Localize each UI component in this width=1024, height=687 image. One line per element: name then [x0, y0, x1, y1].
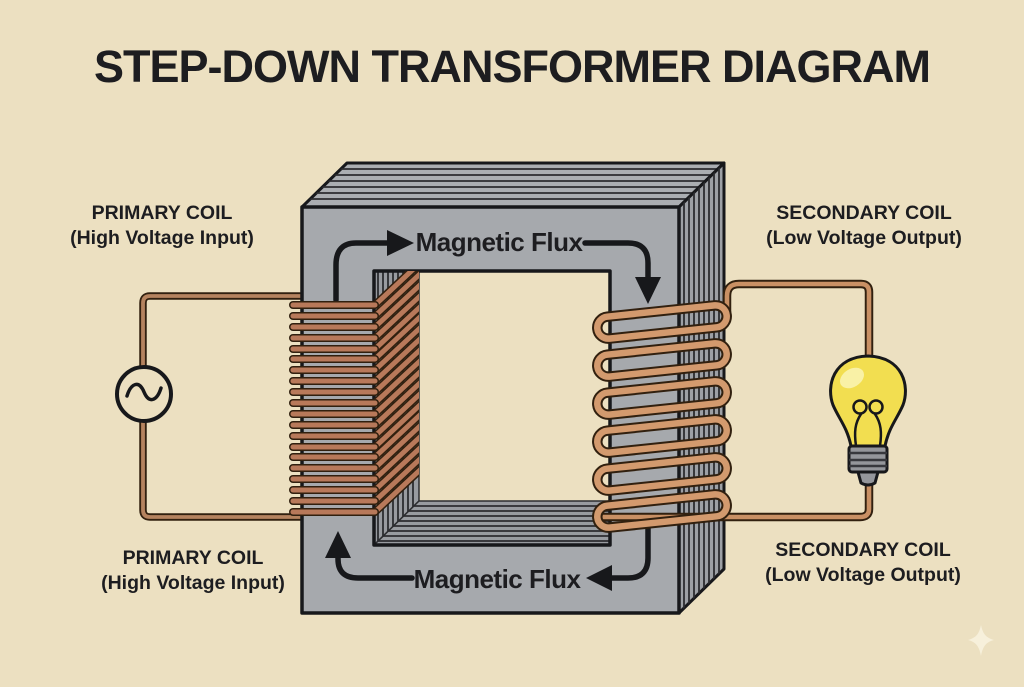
label-magnetic-flux-top: Magnetic Flux [415, 227, 583, 257]
label-primary-coil-bottom-line1: PRIMARY COIL [122, 547, 264, 569]
label-secondary-coil-bottom-line2: (Low Voltage Output) [765, 564, 961, 586]
label-primary-coil-top: PRIMARY COIL (High Voltage Input) [70, 201, 254, 251]
core-inner-bottom-laminations [374, 505, 610, 542]
label-primary-coil-top-line1: PRIMARY COIL [91, 202, 233, 224]
flux-arrow-bottom-left [325, 531, 415, 581]
label-primary-coil-top-line2: (High Voltage Input) [70, 227, 254, 249]
label-secondary-coil-bottom: SECONDARY COIL (Low Voltage Output) [765, 538, 961, 588]
label-secondary-coil-top-line2: (Low Voltage Output) [766, 227, 962, 249]
light-bulb-icon [829, 354, 907, 487]
ac-source-icon [115, 365, 173, 423]
label-secondary-coil-top: SECONDARY COIL (Low Voltage Output) [766, 201, 962, 251]
flux-arrow-bottom-right [586, 521, 651, 591]
sparkle-icon [968, 625, 994, 656]
label-primary-coil-bottom: PRIMARY COIL (High Voltage Input) [101, 546, 285, 596]
flux-arrow-top-right [582, 240, 661, 304]
label-secondary-coil-top-line1: SECONDARY COIL [776, 202, 952, 224]
flux-arrow-top-left [333, 230, 414, 303]
secondary-circuit-wire [594, 279, 874, 522]
page-title: STEP-DOWN TRANSFORMER DIAGRAM [94, 41, 931, 92]
label-magnetic-flux-bottom: Magnetic Flux [413, 564, 581, 594]
label-secondary-coil-bottom-line1: SECONDARY COIL [775, 539, 951, 561]
core-top-laminations [302, 168, 724, 200]
label-primary-coil-bottom-line2: (High Voltage Input) [101, 572, 285, 594]
